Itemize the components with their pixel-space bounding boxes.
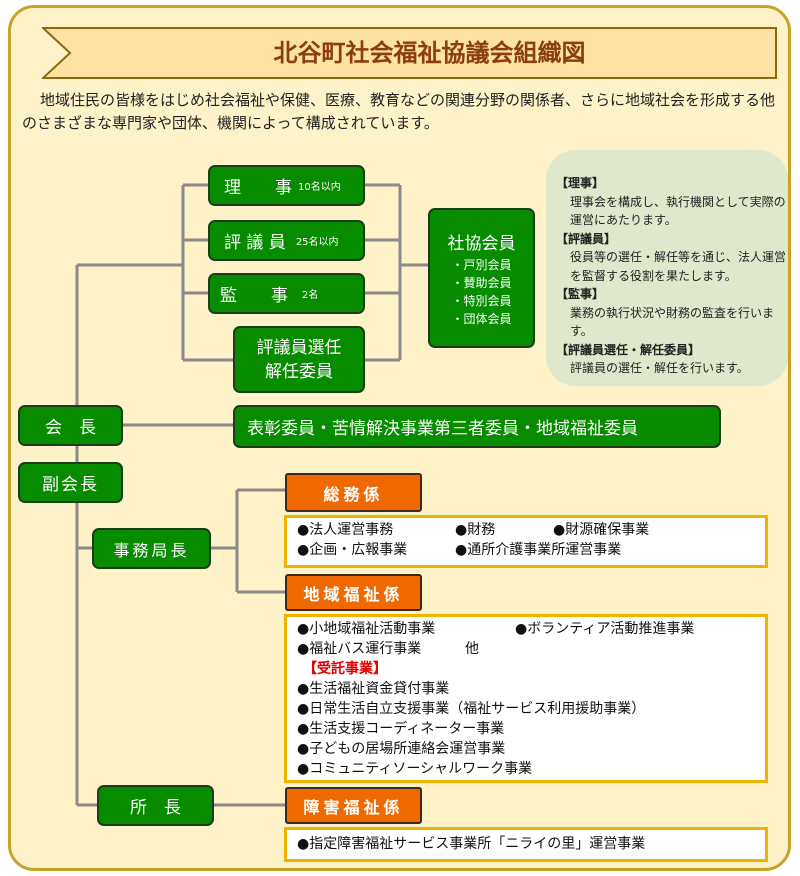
members-box: 社協会員 ・戸別会員 ・賛助会員 ・特別会員 ・団体会員 [428, 208, 535, 348]
duty: ●小地域福祉活動事業 [297, 621, 436, 637]
director-box: 所 長 [97, 785, 214, 826]
auditors-box: 監 事 2名 [208, 273, 365, 314]
duty: ●法人運営事務 [297, 522, 394, 538]
box-line: 評議員選任 [256, 337, 342, 358]
duty: ●企画・広報事業 [297, 542, 408, 558]
info-body: 業務の執行状況や財務の監査を行います。 [570, 305, 775, 339]
duty: ●生活支援コーディネーター事業 [297, 721, 505, 737]
box-label: 理 事 [224, 178, 292, 198]
duty: ●財源確保事業 [553, 522, 650, 538]
chair-box: 会 長 [18, 405, 123, 446]
selection-committee-box: 評議員選任 解任委員 [233, 326, 365, 393]
councilors-box: 評 議 員 25名以内 [208, 220, 365, 261]
secretary-general-box: 事務局長 [92, 528, 211, 569]
member-type: ・団体会員 [451, 311, 512, 326]
duty: ●福祉バス運行事業 [297, 641, 422, 657]
disability-welfare-duties: ●指定障害福祉サービス事業所「ニライの里」運営事業 [284, 827, 768, 862]
duty: ●財務 [455, 522, 496, 538]
committees-box: 表彰委員・苦情解決事業第三者委員・地域福祉委員 [233, 405, 721, 448]
duty: ●子どもの居場所連絡会運営事業 [297, 741, 506, 757]
info-body: 理事会を構成し、執行機関として実際の運営にあたります。 [570, 194, 786, 228]
disability-welfare-section: 障害福祉係 [285, 787, 422, 824]
general-affairs-duties: ●法人運営事務 ●財務 ●財源確保事業 ●企画・広報事業 ●通所介護事業所運営事業 [284, 515, 768, 568]
community-welfare-section: 地域福祉係 [285, 574, 422, 611]
role-descriptions: 【理事】 理事会を構成し、執行機関として実際の運営にあたります。 【評議員】 役… [546, 150, 788, 386]
vice-chair-box: 副会長 [18, 462, 123, 503]
box-line: 解任委員 [265, 361, 333, 382]
duty: 他 [465, 641, 479, 657]
page-title: 北谷町社会福祉協議会組織図 [273, 39, 586, 67]
duty: ●生活福祉資金貸付事業 [297, 681, 450, 697]
members-title: 社協会員 [447, 233, 516, 254]
board-directors-box: 理 事 10名以内 [208, 165, 365, 206]
intro-text: 地域住民の皆様をはじめ社会福祉や保健、医療、教育などの関連分野の関係者、さらに地… [22, 91, 776, 132]
box-count: 2名 [302, 290, 319, 301]
box-label: 評 議 員 [224, 233, 286, 253]
info-heading: 【理事】 [556, 176, 605, 190]
box-count: 10名以内 [298, 182, 341, 193]
duty: ●コミュニティソーシャルワーク事業 [297, 761, 533, 777]
box-count: 25名以内 [295, 237, 339, 248]
duty: ●通所介護事業所運営事業 [455, 542, 622, 558]
title-banner: 北谷町社会福祉協議会組織図 [42, 27, 777, 79]
info-heading: 【評議員選任・解任委員】 [556, 342, 701, 357]
info-body: 役員等の選任・解任等を通じ、法人運営を監督する役割を果たします。 [570, 250, 787, 283]
member-type: ・特別会員 [451, 293, 512, 308]
duty: ●指定障害福祉サービス事業所「ニライの里」運営事業 [297, 836, 646, 852]
member-type: ・戸別会員 [451, 257, 512, 272]
general-affairs-section: 総務係 [285, 473, 422, 512]
member-type: ・賛助会員 [451, 275, 512, 290]
info-heading: 【監事】 [556, 287, 605, 301]
community-welfare-duties: ●小地域福祉活動事業 ●ボランティア活動推進事業 ●福祉バス運行事業 他 【受託事業… [284, 614, 768, 783]
consigned-heading: 【受託事業】 [303, 661, 387, 677]
info-heading: 【評議員】 [556, 231, 617, 246]
info-body: 評議員の選任・解任を行います。 [570, 361, 749, 375]
box-label: 監 事 [220, 286, 288, 306]
duty: ●日常生活自立支援事業（福祉サービス利用援助事業） [297, 701, 646, 717]
duty: ●ボランティア活動推進事業 [515, 621, 695, 637]
